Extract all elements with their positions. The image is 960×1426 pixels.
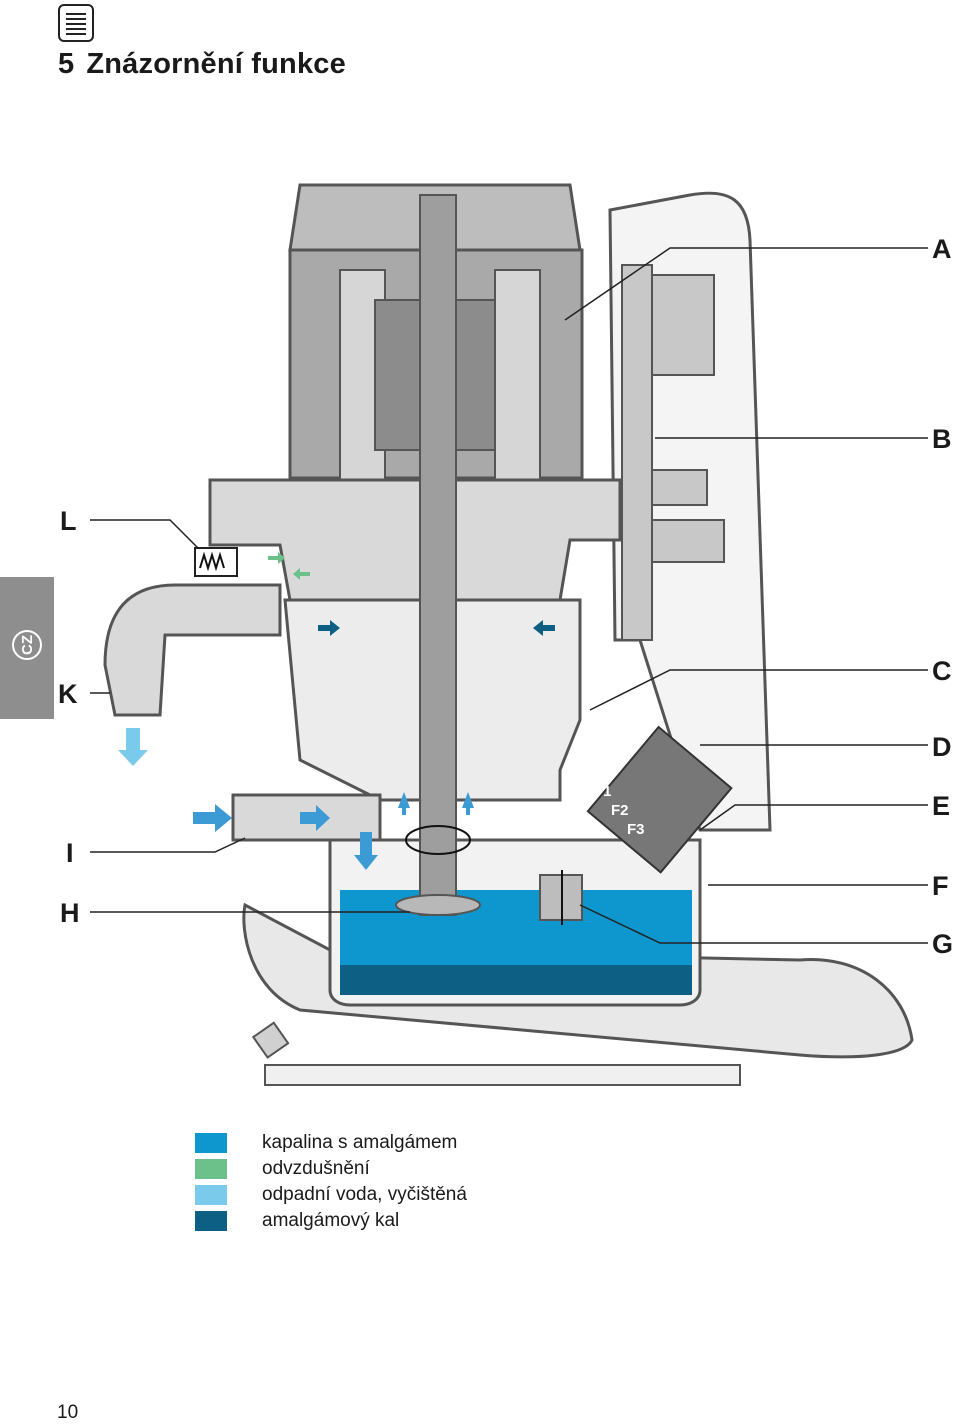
flow-arrow-up-right (462, 792, 474, 815)
section-number: 5 (58, 48, 75, 80)
flow-arrow-separator-1 (318, 620, 340, 636)
legend-item: kapalina s amalgámem (195, 1130, 467, 1156)
section-title: Znázornění funkce (86, 48, 346, 80)
callout-l: L (60, 506, 77, 536)
flow-arrow-outlet-down (118, 728, 148, 766)
legend-swatch-amalgam-sludge (195, 1211, 227, 1231)
filter-label-f1: F1 (594, 783, 612, 800)
amalgam-sludge (340, 965, 692, 995)
leader-line-c (589, 669, 928, 711)
callout-g: G (932, 929, 953, 959)
leader-line-i (90, 837, 246, 853)
color-legend: kapalina s amalgámem odvzdušnění odpadní… (195, 1130, 467, 1234)
filter-cartridge (586, 725, 733, 874)
legend-label: kapalina s amalgámem (262, 1132, 458, 1153)
callout-d: D (932, 732, 952, 762)
flow-arrow-down (354, 832, 378, 870)
legend-item: odpadní voda, vyčištěná (195, 1182, 467, 1208)
flow-arrow-inlet (193, 804, 232, 832)
legend-swatch-venting (195, 1159, 227, 1179)
leader-line-e (699, 804, 928, 831)
base-foot (264, 1064, 741, 1086)
language-badge (12, 630, 42, 660)
motor-stator-right (494, 269, 541, 481)
callout-f: F (932, 871, 949, 901)
flow-arrow-inlet-2 (300, 805, 330, 831)
shaft-hub (395, 894, 481, 916)
board-component-1 (651, 274, 715, 376)
rotation-indicator (405, 825, 471, 855)
callout-h: H (60, 898, 80, 928)
filter-label-f3: F3 (627, 821, 645, 838)
motor-shaft (419, 194, 457, 916)
callout-a: A (932, 234, 952, 264)
outlet-elbow (103, 583, 282, 717)
leader-line-g (579, 904, 928, 944)
leader-lines (90, 247, 928, 944)
vent-arrow-2 (293, 568, 310, 580)
amalgam-fluid (340, 890, 692, 965)
legend-label: odpadní voda, vyčištěná (262, 1184, 467, 1205)
filter-label-f2: F2 (611, 802, 629, 819)
vent-arrows (268, 552, 310, 580)
flow-arrow-up-left (398, 792, 410, 815)
legend-swatch-clean-water (195, 1185, 227, 1205)
callout-b: B (932, 424, 952, 454)
legend-item: amalgámový kal (195, 1208, 467, 1234)
flow-arrows (118, 620, 555, 870)
flow-arrow-separator-2 (533, 620, 555, 636)
board-component-3 (651, 519, 725, 563)
valve-spring (199, 551, 225, 572)
separator-cross-section-diagram: A B C D E F G H I K L F1 F2 F3 (58, 183, 953, 1086)
legend-label: amalgámový kal (262, 1210, 400, 1231)
legend-item: odvzdušnění (195, 1156, 467, 1182)
callout-e: E (932, 791, 950, 821)
page-number: 10 (57, 1402, 79, 1423)
leader-line-l (90, 519, 199, 549)
vent-arrow-1 (268, 552, 285, 564)
callout-i: I (66, 838, 74, 868)
callout-c: C (932, 656, 952, 686)
legend-swatch-amalgam-fluid (195, 1133, 227, 1153)
callout-k: K (58, 679, 78, 709)
leader-line-a (564, 247, 928, 321)
mounting-flange (208, 478, 622, 602)
drain-valve (251, 1021, 290, 1059)
legend-label: odvzdušnění (262, 1158, 370, 1179)
board-component-2 (651, 469, 708, 506)
electronics-board (621, 264, 653, 641)
document-icon (58, 4, 94, 42)
page-title: 5 Znázornění funkce (58, 48, 346, 81)
